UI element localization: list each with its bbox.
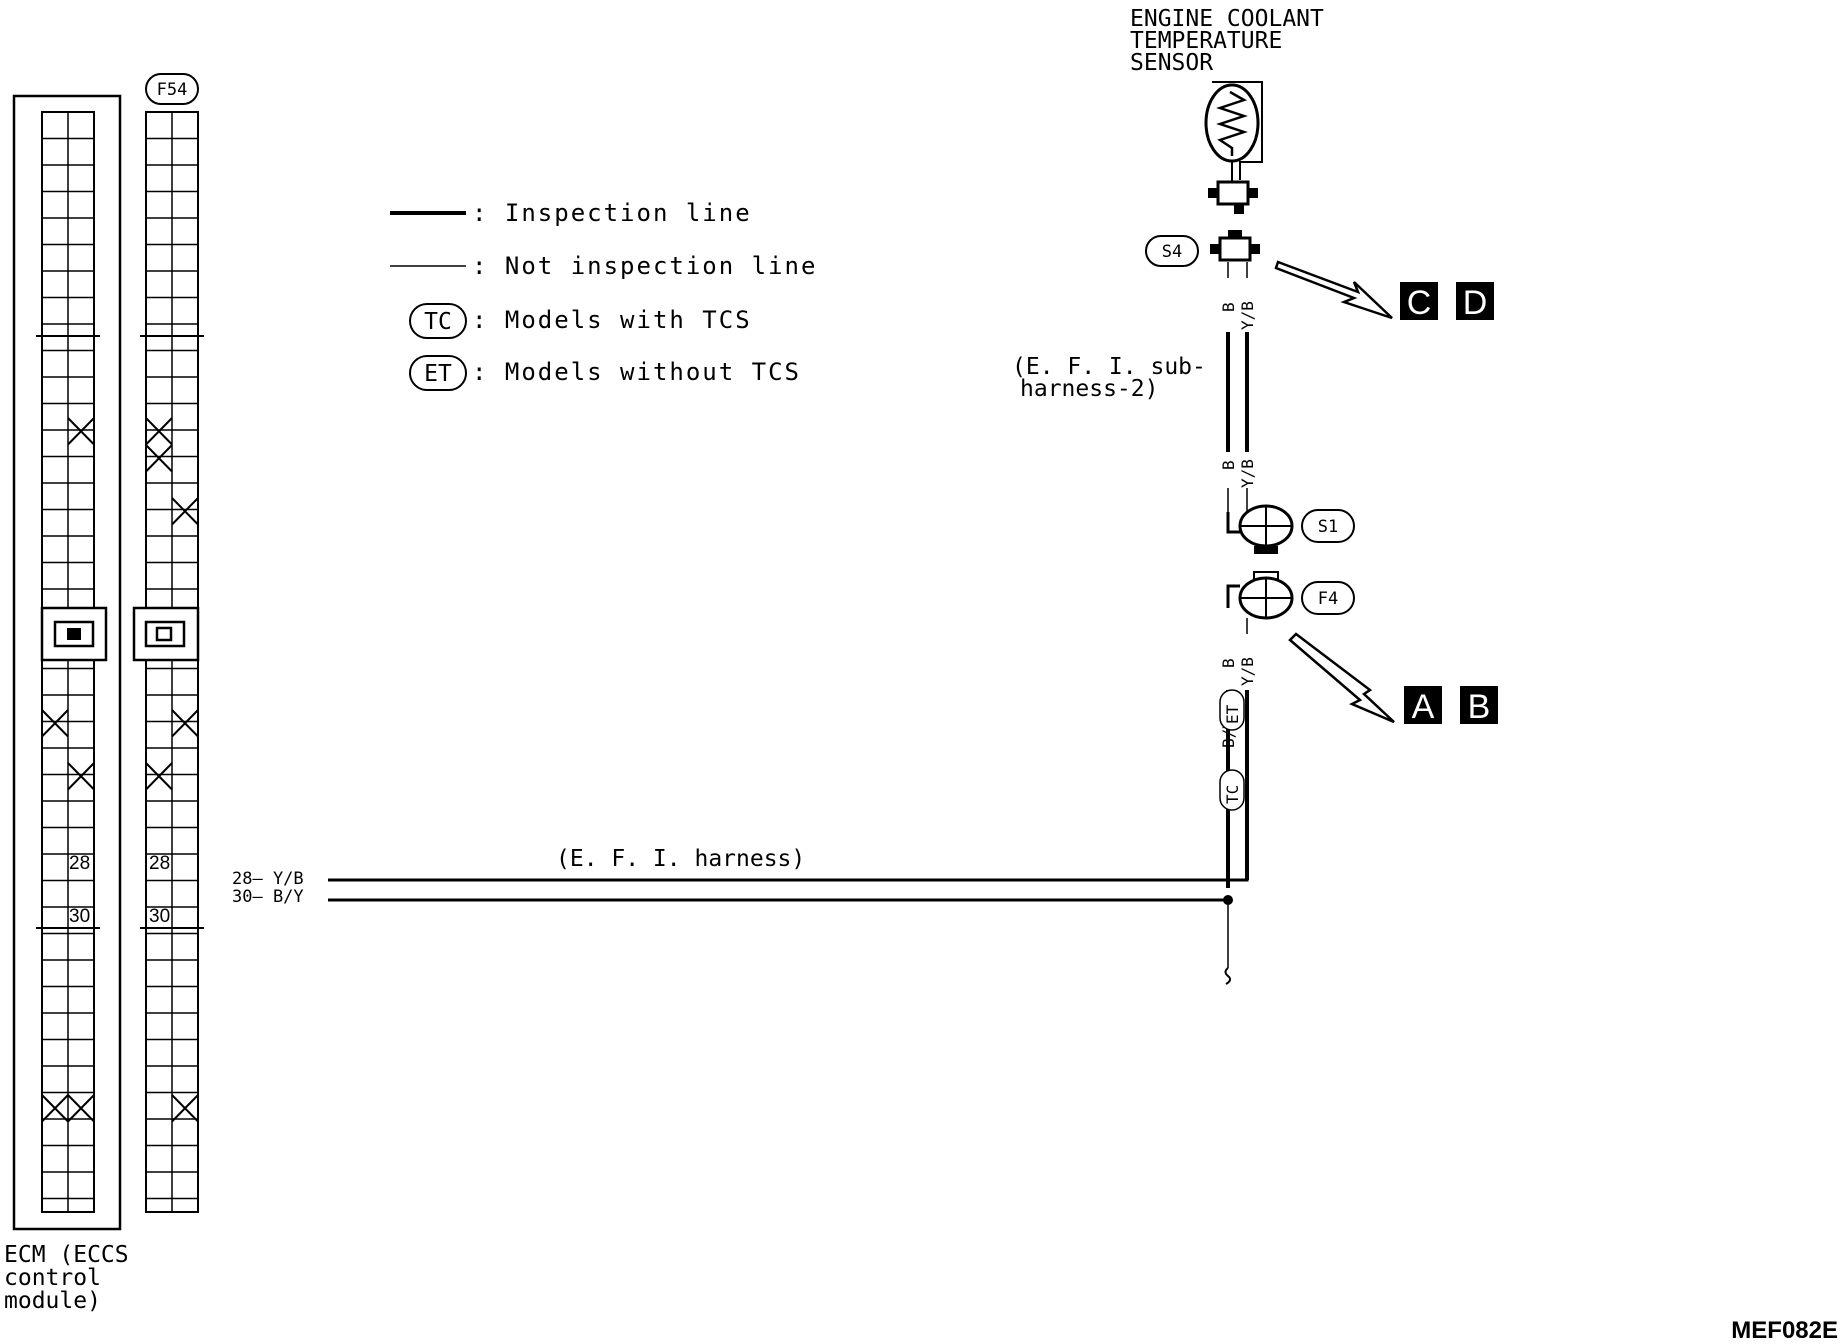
svg-text:C: C <box>1407 284 1432 322</box>
svg-text:B: B <box>1219 302 1238 312</box>
svg-text:SENSOR: SENSOR <box>1130 50 1213 76</box>
svg-text:harness-2): harness-2) <box>1020 376 1158 402</box>
svg-text:D: D <box>1463 284 1488 322</box>
f4-connector: F4 <box>1238 571 1355 620</box>
s1-connector: S1 <box>1238 504 1355 554</box>
wire-code-by-variant: B/Y ET TC <box>1219 689 1245 811</box>
legend-inspection-text: : Inspection line <box>472 199 752 227</box>
f54-connector: 28 30 F54 <box>132 73 204 1213</box>
svg-text:Y/B: Y/B <box>1238 459 1257 488</box>
sub-harness-wires <box>1226 262 1249 534</box>
sensor-plug-icon <box>1208 180 1258 214</box>
wire-label-30: 30— B/Y <box>232 887 304 907</box>
svg-text:ECM (ECCS: ECM (ECCS <box>4 1242 129 1268</box>
svg-text:TC: TC <box>1223 785 1242 804</box>
svg-text:S1: S1 <box>1318 517 1338 537</box>
badges-cd: C D <box>1400 282 1494 322</box>
svg-text:ET: ET <box>1223 704 1242 724</box>
s4-connector: S4 <box>1145 230 1260 267</box>
svg-text:B: B <box>1219 658 1238 668</box>
legend-not-inspection-text: : Not inspection line <box>472 252 817 280</box>
svg-text:F4: F4 <box>1318 589 1338 609</box>
wire-codes-mid: B Y/B <box>1219 459 1257 488</box>
legend-et-text: : Models without TCS <box>472 358 801 386</box>
f54-pin-28: 28 <box>149 853 170 874</box>
f54-connector-tag: F54 <box>145 73 199 105</box>
f54-lock-tab <box>132 606 200 662</box>
efi-harness-label: (E. F. I. harness) <box>556 846 805 872</box>
badge-c <box>1400 282 1438 320</box>
svg-text:(E. F. I. sub-: (E. F. I. sub- <box>1012 354 1206 380</box>
svg-text:B: B <box>1219 460 1238 470</box>
wire-label-28: 28— Y/B <box>232 869 304 889</box>
f4-connector-tag: F4 <box>1301 581 1355 615</box>
badge-a <box>1404 686 1442 724</box>
s1-connector-tag: S1 <box>1301 509 1355 543</box>
arrow-to-cd <box>1274 260 1393 320</box>
legend: : Inspection line : Not inspection line … <box>390 199 817 391</box>
badges-ab: A B <box>1404 686 1498 726</box>
legend-tc-symbol: TC <box>409 303 467 339</box>
tc-variant-tag <box>1219 769 1245 811</box>
sensor-title: ENGINE COOLANT <box>1130 6 1324 32</box>
wire-codes-s4: B Y/B <box>1219 301 1257 330</box>
svg-text:F54: F54 <box>157 80 188 100</box>
engine-coolant-temperature-sensor: ENGINE COOLANT TEMPERATURE SENSOR <box>1130 6 1324 214</box>
f54-pin-30: 30 <box>149 906 170 927</box>
legend-tc-text: : Models with TCS <box>472 306 752 334</box>
legend-et-symbol: ET <box>409 355 467 391</box>
ecm-label: ECM (ECCS control module) <box>4 1242 129 1314</box>
f54-pin-grid <box>140 112 204 1212</box>
et-variant-tag <box>1219 689 1245 731</box>
ecm-lock-tab <box>40 606 108 662</box>
badge-b <box>1460 686 1498 724</box>
svg-text:TC: TC <box>424 309 452 335</box>
efi-harness-wires: 28— Y/B 30— B/Y (E. F. I. harness) <box>232 846 1249 907</box>
badge-d <box>1456 282 1494 320</box>
ecm-connector: 28 30 <box>12 94 122 1231</box>
svg-text:control: control <box>4 1265 101 1291</box>
arrow-to-ab <box>1288 632 1395 724</box>
svg-text:ET: ET <box>424 361 452 387</box>
s4-connector-tag: S4 <box>1145 235 1199 267</box>
svg-text:TEMPERATURE: TEMPERATURE <box>1130 28 1282 54</box>
ecm-pin-28: 28 <box>69 853 90 874</box>
svg-text:S4: S4 <box>1162 242 1182 262</box>
svg-text:module): module) <box>4 1288 101 1314</box>
svg-text:A: A <box>1412 688 1435 726</box>
wire-codes-f4: B Y/B <box>1219 657 1257 686</box>
ecm-pin-grid <box>36 112 100 1212</box>
svg-text:Y/B: Y/B <box>1238 657 1257 686</box>
svg-text:B: B <box>1468 688 1491 726</box>
figure-code: MEF082E <box>1731 1317 1838 1344</box>
ecm-pin-30: 30 <box>69 906 90 927</box>
sub-harness-label: (E. F. I. sub- harness-2) <box>1012 354 1206 402</box>
svg-text:Y/B: Y/B <box>1238 301 1257 330</box>
